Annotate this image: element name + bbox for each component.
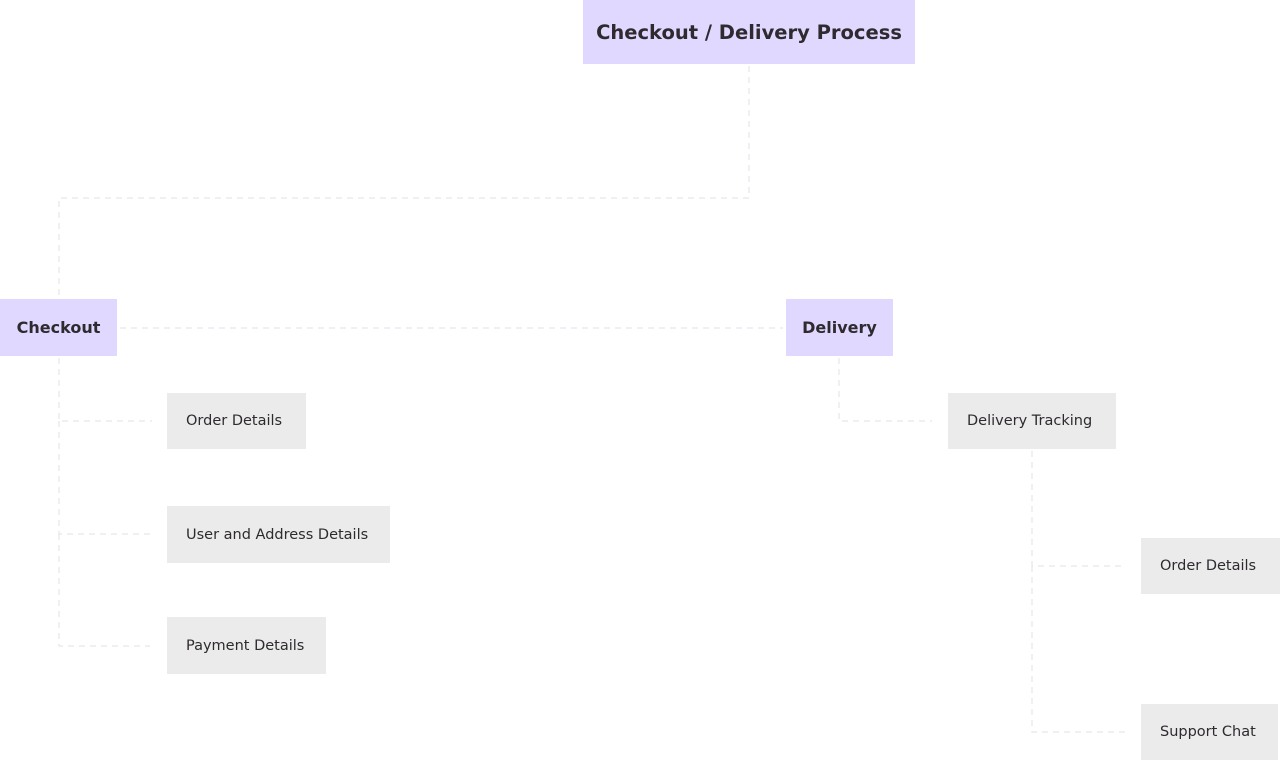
checkout-node-label: Checkout [16, 318, 101, 337]
user-address-details-node[interactable]: User and Address Details [167, 506, 390, 563]
connector-tracking-to-support-chat [1031, 566, 1125, 733]
connector-tracking-to-order-details [1031, 451, 1125, 567]
tracking-order-details-node-label: Order Details [1160, 558, 1257, 574]
connector-root-to-checkout [58, 66, 750, 297]
support-chat-node[interactable]: Support Chat [1141, 704, 1278, 760]
root-node[interactable]: Checkout / Delivery Process [583, 0, 915, 64]
delivery-node-label: Delivery [802, 318, 877, 337]
connector-checkout-to-user-address [58, 421, 150, 535]
checkout-node[interactable]: Checkout [0, 299, 117, 356]
order-details-node-label: Order Details [186, 413, 283, 429]
connector-checkout-to-order-details [58, 358, 152, 422]
connector-delivery-to-tracking [838, 358, 932, 422]
support-chat-node-label: Support Chat [1160, 724, 1256, 740]
payment-details-node[interactable]: Payment Details [167, 617, 326, 674]
delivery-tracking-node-label: Delivery Tracking [967, 413, 1093, 429]
user-address-details-node-label: User and Address Details [186, 526, 369, 543]
delivery-node[interactable]: Delivery [786, 299, 893, 356]
connector-checkout-to-payment [58, 534, 150, 647]
payment-details-node-label: Payment Details [186, 637, 305, 654]
root-node-label: Checkout / Delivery Process [596, 20, 902, 44]
delivery-tracking-node[interactable]: Delivery Tracking [948, 393, 1116, 449]
order-details-node[interactable]: Order Details [167, 393, 306, 449]
tracking-order-details-node[interactable]: Order Details [1141, 538, 1280, 594]
